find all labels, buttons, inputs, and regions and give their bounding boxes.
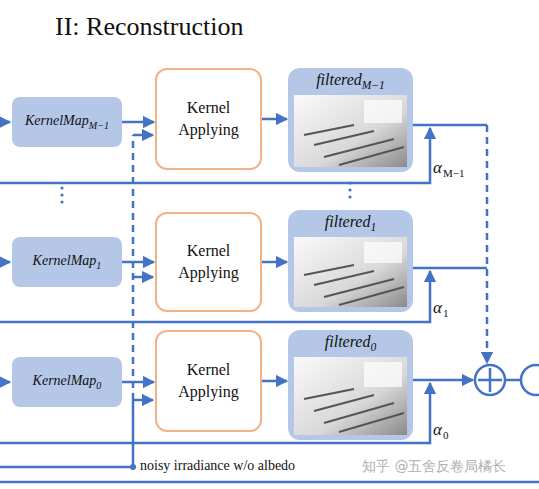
- filtered-output-box: filtered0: [288, 330, 413, 440]
- flow-arrow: [122, 261, 154, 264]
- alpha-weight: α: [433, 158, 442, 178]
- node-label: KernelMap: [25, 113, 89, 128]
- node-label: Kernel Applying: [178, 361, 238, 400]
- node-text: KernelMap0: [33, 373, 102, 391]
- input-label: noisy irradiance w/o albedo: [140, 458, 295, 474]
- kernel-map-box: KernelMap1: [12, 237, 122, 287]
- node-label: filtered: [316, 71, 362, 88]
- kernel-applying-box: Kernel Applying: [155, 330, 262, 432]
- node-text: Kernel Applying: [171, 240, 246, 283]
- node-text: filteredM−1: [316, 71, 385, 91]
- sum-symbol: [475, 365, 505, 395]
- filtered-output-box: filteredM−1: [288, 68, 413, 172]
- node-text: Kernel Applying: [171, 97, 246, 140]
- kernel-applying-box: Kernel Applying: [155, 212, 262, 312]
- subscript: M−1: [89, 120, 109, 131]
- alpha-subscript: 0: [443, 429, 449, 441]
- node-label: KernelMap: [33, 373, 97, 388]
- node-text: KernelMap1: [33, 253, 102, 271]
- subscript: M−1: [362, 79, 385, 91]
- node-text: Kernel Applying: [171, 359, 246, 402]
- alpha-weight: α: [433, 298, 442, 318]
- node-text: KernelMapM−1: [25, 113, 109, 131]
- node-label: Kernel Applying: [178, 99, 238, 138]
- junction-dot: [130, 464, 136, 470]
- node-label: KernelMap: [33, 253, 97, 268]
- kernel-applying-box: Kernel Applying: [155, 68, 262, 170]
- filtered-output-box: filtered1: [288, 210, 413, 312]
- kernel-map-box: KernelMap0: [12, 357, 122, 407]
- alpha-weight: α: [433, 420, 442, 440]
- node-text: filtered0: [325, 333, 376, 353]
- flow-arrow: [262, 261, 287, 264]
- wires: [0, 122, 539, 482]
- alpha-subscript: 1: [443, 307, 449, 319]
- subscript: 0: [370, 341, 376, 353]
- flow-arrow: [262, 118, 287, 121]
- next-symbol: [521, 365, 539, 395]
- node-label: Kernel Applying: [178, 242, 238, 281]
- flow-arrow: [122, 121, 154, 124]
- alpha-subscript: M−1: [443, 167, 464, 179]
- node-label: filtered: [325, 333, 371, 350]
- subscript: 0: [96, 380, 101, 391]
- kernel-map-box: KernelMapM−1: [12, 97, 122, 147]
- node-text: filtered1: [325, 213, 376, 233]
- ellipsis-dots: [60, 181, 351, 203]
- render-image: [294, 95, 407, 435]
- flow-arrow: [262, 380, 287, 383]
- diagram-title: II: Reconstruction: [55, 12, 243, 42]
- watermark: 知乎 @五舍反卷局橘长: [362, 458, 506, 476]
- subscript: 1: [370, 221, 376, 233]
- subscript: 1: [96, 260, 101, 271]
- flow-arrow: [122, 381, 154, 384]
- node-label: filtered: [325, 213, 371, 230]
